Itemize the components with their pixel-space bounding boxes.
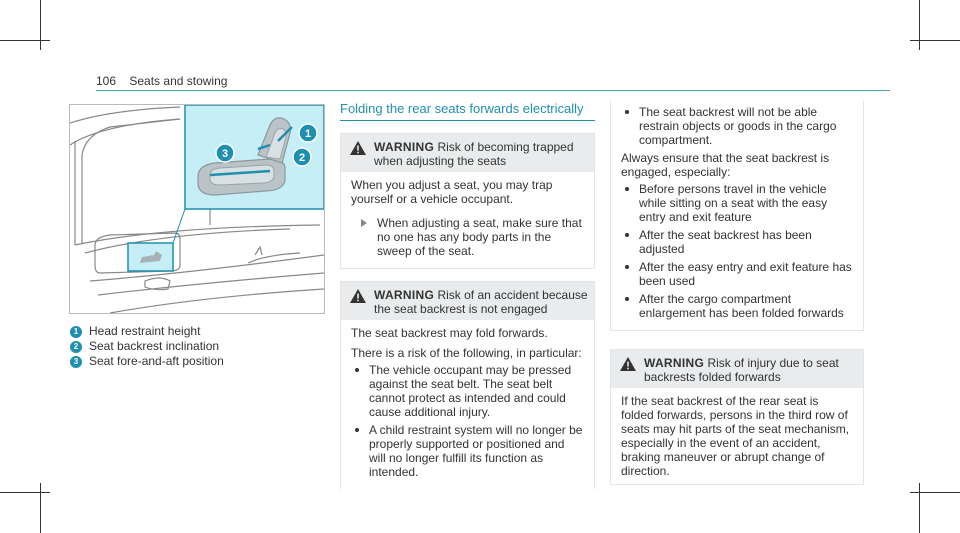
crop-mark (40, 0, 41, 50)
bullet-text: The vehicle occupant may be pressed agai… (369, 363, 572, 419)
action-text: When adjusting a seat, make sure that no… (377, 216, 582, 258)
legend-text: Seat backrest inclination (89, 339, 220, 353)
warning-header: WARNING Risk of becoming trapped when ad… (341, 134, 594, 172)
callout-1: 1 (305, 128, 311, 140)
warning-header: WARNING Risk of injury due to seat backr… (611, 350, 863, 388)
action-item: When adjusting a seat, make sure that no… (361, 216, 584, 258)
warning-label: WARNING (644, 356, 705, 370)
warning-body: If the seat backrest of the rear seat is… (611, 388, 863, 484)
warning-header: WARNING Risk of an accident because the … (341, 282, 594, 320)
door-panel-drawing: 1 2 3 (70, 105, 324, 313)
bullet-text: The seat backrest will not be able restr… (639, 105, 837, 147)
crop-mark (0, 492, 50, 493)
callout-3: 3 (222, 148, 228, 160)
bullet-item: After the easy entry and exit feature ha… (621, 260, 853, 288)
bullet-item: A child restraint system will no longer … (351, 423, 584, 479)
bullet-text: After the easy entry and exit feature ha… (639, 260, 852, 288)
warning-text: There is a risk of the following, in par… (351, 346, 582, 360)
bullet-text: After the cargo compartment enlargement … (639, 292, 844, 320)
right-column: The seat backrest will not be able restr… (610, 101, 864, 485)
legend-item: 2 Seat backrest inclination (70, 339, 224, 354)
crop-mark (0, 40, 50, 41)
bullet-dot (625, 265, 629, 269)
bullet-dot (355, 428, 359, 432)
middle-column: Folding the rear seats forwards electric… (340, 101, 595, 489)
bullet-text: After the seat backrest has been adjuste… (639, 228, 812, 256)
legend-item: 3 Seat fore-and-aft position (70, 354, 224, 369)
bullet-dot (355, 368, 359, 372)
warning-title: Risk of an accident because the seat bac… (374, 288, 588, 316)
warning-label: WARNING (374, 288, 435, 302)
warning-box-accident: WARNING Risk of an accident because the … (340, 281, 595, 489)
page-header: 106 Seats and stowing (96, 74, 227, 88)
legend-text: Seat fore-and-aft position (89, 354, 224, 368)
warning-box-injury: WARNING Risk of injury due to seat backr… (610, 349, 864, 485)
bullet-item: The seat backrest will not be able restr… (621, 105, 853, 147)
bullet-dot (625, 110, 629, 114)
figure-legend: 1 Head restraint height 2 Seat backrest in… (70, 324, 224, 369)
bullet-dot (625, 187, 629, 191)
bullet-item: After the cargo compartment enlargement … (621, 292, 853, 320)
legend-text: Head restraint height (89, 324, 201, 338)
arrow-bullet-icon (361, 219, 367, 227)
door-seat-controls-illustration: 1 2 3 (69, 104, 325, 314)
warning-text: When you adjust a seat, you may trap you… (351, 178, 553, 206)
bullet-dot (625, 297, 629, 301)
crop-mark (910, 40, 960, 41)
section-name: Seats and stowing (129, 74, 228, 88)
bullet-text: A child restraint system will no longer … (369, 423, 583, 479)
warning-body: The seat backrest may fold forwards. The… (341, 320, 594, 489)
warning-triangle-icon (350, 141, 366, 155)
warning-box-trapped: WARNING Risk of becoming trapped when ad… (340, 133, 595, 269)
warning-text: The seat backrest may fold forwards. (351, 326, 548, 340)
crop-mark (910, 492, 960, 493)
warning-triangle-icon (350, 289, 366, 303)
warning-text: If the seat backrest of the rear seat is… (621, 394, 850, 478)
legend-number: 3 (70, 355, 82, 368)
legend-number: 1 (70, 325, 82, 338)
crop-mark (40, 483, 41, 533)
bullet-text: Before persons travel in the vehicle whi… (639, 182, 828, 224)
bullet-dot (625, 233, 629, 237)
callout-2: 2 (299, 152, 305, 164)
warning-body: When you adjust a seat, you may trap you… (341, 172, 594, 268)
warning-body: The seat backrest will not be able restr… (611, 101, 863, 330)
warning-title: Risk of becoming trapped when adjusting … (374, 140, 574, 168)
header-divider (96, 90, 890, 91)
warning-text: Always ensure that the seat backrest is … (621, 151, 830, 179)
warning-triangle-icon (620, 357, 636, 371)
warning-title: Risk of injury due to seat backrests fol… (644, 356, 839, 384)
warning-label: WARNING (374, 140, 435, 154)
page-number: 106 (96, 74, 117, 88)
warning-box-accident-continued: The seat backrest will not be able restr… (610, 101, 864, 331)
crop-mark (919, 483, 920, 533)
bullet-item: Before persons travel in the vehicle whi… (621, 182, 853, 224)
legend-number: 2 (70, 340, 82, 353)
bullet-item: After the seat backrest has been adjuste… (621, 228, 853, 256)
legend-item: 1 Head restraint height (70, 324, 224, 339)
bullet-item: The vehicle occupant may be pressed agai… (351, 363, 584, 419)
crop-mark (919, 0, 920, 50)
section-title: Folding the rear seats forwards electric… (340, 101, 595, 121)
